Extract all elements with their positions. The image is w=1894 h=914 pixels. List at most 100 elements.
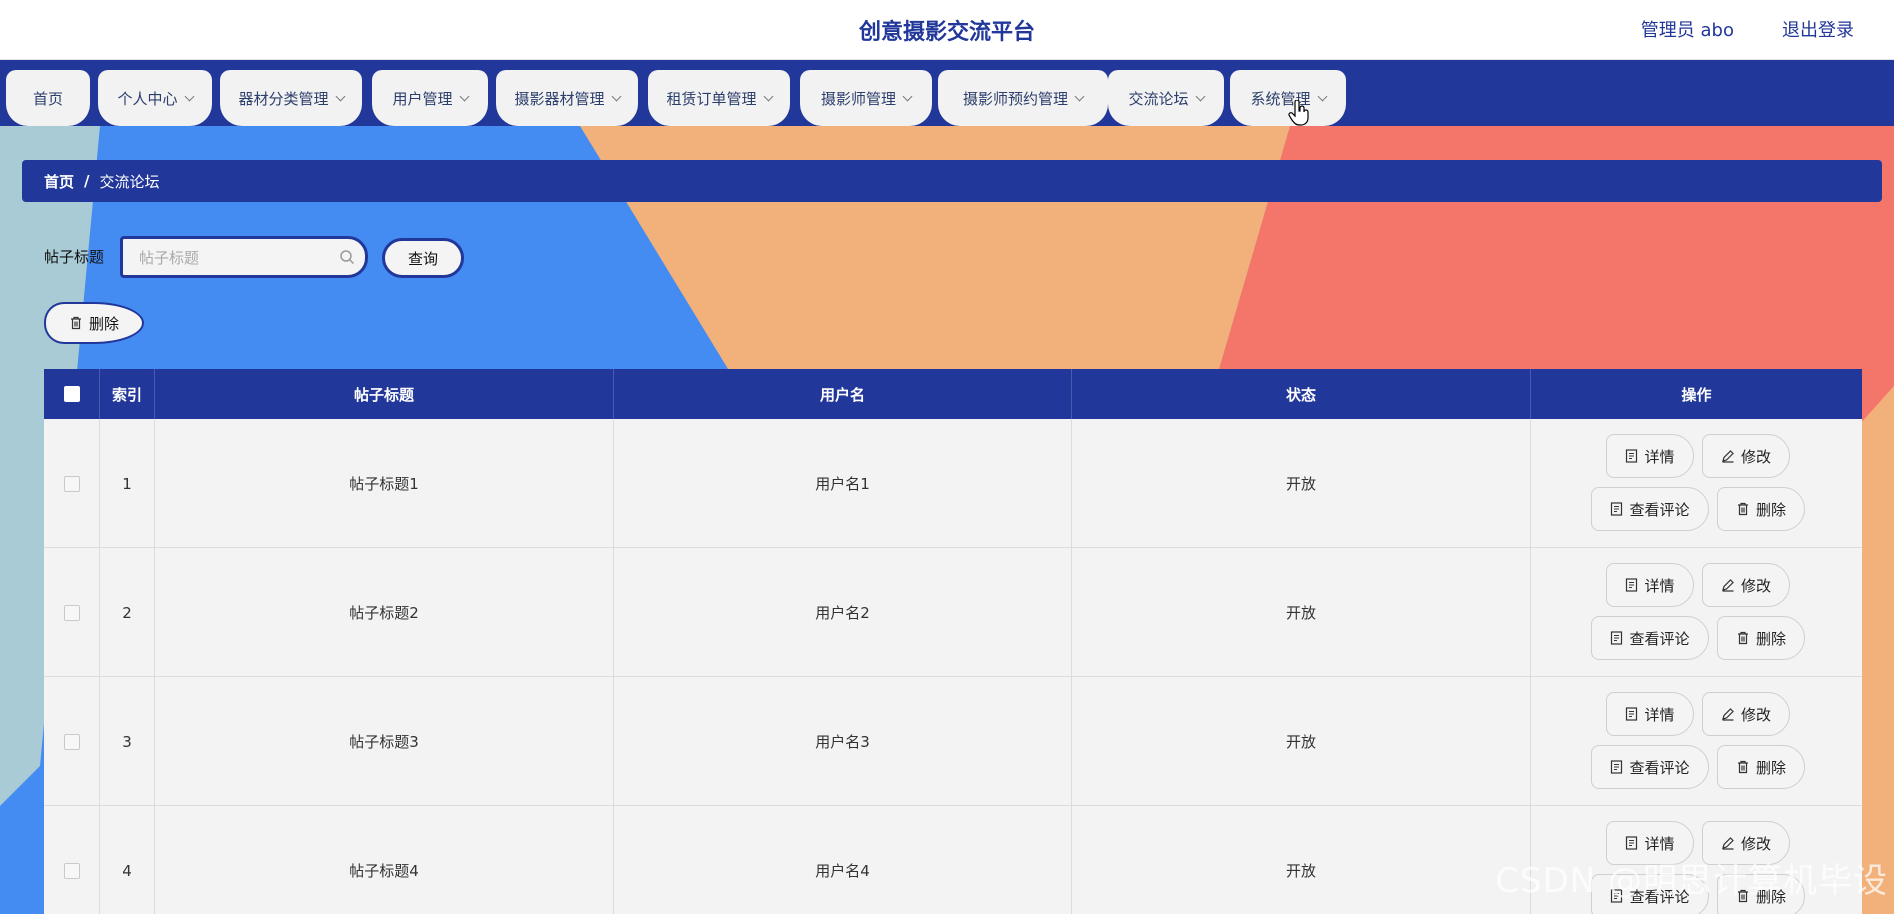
trash-icon — [1737, 760, 1748, 774]
view-comments-label: 查看评论 — [1629, 629, 1690, 648]
trash-icon — [1737, 502, 1748, 516]
edit-button[interactable]: 修改 — [1702, 434, 1790, 478]
row-username: 用户名4 — [614, 806, 1072, 914]
row-select-cell — [44, 419, 100, 548]
view-comments-label: 查看评论 — [1629, 887, 1690, 906]
nav-tab-personal-center[interactable]: 个人中心 — [98, 70, 212, 126]
nav-tab-label: 用户管理 — [392, 89, 453, 108]
row-status: 开放 — [1072, 548, 1531, 677]
row-title: 帖子标题2 — [155, 548, 614, 677]
row-actions: 详情 修改 查看评论 删除 — [1531, 677, 1862, 806]
row-title: 帖子标题1 — [155, 419, 614, 548]
nav-tab-label: 租赁订单管理 — [666, 89, 757, 108]
row-select-cell — [44, 806, 100, 914]
breadcrumb: 首页 / 交流论坛 — [22, 160, 1882, 202]
nav-tab-label: 摄影器材管理 — [514, 89, 605, 108]
delete-button[interactable]: 删除 — [1717, 487, 1805, 531]
select-all-checkbox[interactable] — [63, 386, 80, 402]
view-comments-button[interactable]: 查看评论 — [1591, 487, 1709, 531]
nav-tab-label: 器材分类管理 — [238, 89, 329, 108]
bulk-delete-button[interactable]: 删除 — [44, 302, 144, 344]
nav-tab-label: 个人中心 — [117, 89, 178, 108]
row-checkbox[interactable] — [63, 475, 80, 492]
nav-tab-label: 首页 — [32, 89, 63, 108]
trash-icon — [70, 316, 81, 330]
row-checkbox[interactable] — [63, 733, 80, 750]
detail-button[interactable]: 详情 — [1606, 692, 1694, 736]
chevron-down-icon — [335, 91, 345, 101]
detail-label: 详情 — [1644, 576, 1675, 595]
pencil-icon — [1722, 579, 1734, 592]
delete-label: 删除 — [1755, 758, 1786, 777]
table-row: 2 帖子标题2 用户名2 开放 详情 修改 查看评论 删除 — [44, 548, 1862, 677]
pencil-icon — [1722, 708, 1734, 721]
edit-button[interactable]: 修改 — [1702, 692, 1790, 736]
edit-button[interactable]: 修改 — [1702, 563, 1790, 607]
nav-tab-photographer-booking[interactable]: 摄影师预约管理 — [938, 70, 1108, 126]
chevron-down-icon — [1074, 91, 1085, 101]
nav-tab-photographer[interactable]: 摄影师管理 — [800, 70, 932, 126]
delete-button[interactable]: 删除 — [1717, 874, 1805, 914]
row-status: 开放 — [1072, 806, 1531, 914]
row-select-cell — [44, 677, 100, 806]
nav-tab-rental-orders[interactable]: 租赁订单管理 — [648, 70, 790, 126]
admin-username: 管理员 abo — [1640, 20, 1734, 41]
chevron-down-icon — [1317, 91, 1327, 101]
delete-label: 删除 — [1755, 887, 1786, 906]
row-index: 2 — [100, 548, 155, 677]
breadcrumb-current: 交流论坛 — [99, 172, 160, 191]
table-row: 4 帖子标题4 用户名4 开放 详情 修改 查看评论 删除 — [44, 806, 1862, 914]
logout-link[interactable]: 退出登录 — [1782, 20, 1854, 41]
document-icon — [1626, 449, 1638, 463]
breadcrumb-home[interactable]: 首页 — [44, 172, 75, 191]
row-username: 用户名3 — [614, 677, 1072, 806]
detail-button[interactable]: 详情 — [1606, 434, 1694, 478]
chevron-down-icon — [611, 91, 621, 101]
nav-tab-forum[interactable]: 交流论坛 — [1108, 70, 1224, 126]
delete-label: 删除 — [1755, 629, 1786, 648]
row-index: 1 — [100, 419, 155, 548]
edit-label: 修改 — [1740, 834, 1771, 853]
column-header-index: 索引 — [100, 369, 155, 419]
document-icon — [1611, 760, 1623, 774]
table-header: 索引 帖子标题 用户名 状态 操作 — [44, 369, 1862, 419]
detail-button[interactable]: 详情 — [1606, 563, 1694, 607]
query-button[interactable]: 查询 — [382, 238, 464, 278]
row-actions: 详情 修改 查看评论 删除 — [1531, 548, 1862, 677]
document-icon — [1611, 502, 1623, 516]
chevron-down-icon — [902, 91, 913, 101]
search-input[interactable] — [139, 247, 329, 269]
view-comments-button[interactable]: 查看评论 — [1591, 874, 1709, 914]
search-icon — [340, 250, 355, 265]
detail-label: 详情 — [1644, 834, 1675, 853]
document-icon — [1611, 631, 1623, 645]
delete-button[interactable]: 删除 — [1717, 745, 1805, 789]
view-comments-button[interactable]: 查看评论 — [1591, 745, 1709, 789]
app-header: 创意摄影交流平台 管理员 abo 退出登录 — [0, 0, 1894, 60]
delete-button[interactable]: 删除 — [1717, 616, 1805, 660]
row-checkbox[interactable] — [63, 862, 80, 879]
nav-tab-user-management[interactable]: 用户管理 — [372, 70, 488, 126]
row-username: 用户名2 — [614, 548, 1072, 677]
nav-tab-system[interactable]: 系统管理 — [1230, 70, 1346, 126]
document-icon — [1611, 889, 1623, 903]
row-title: 帖子标题3 — [155, 677, 614, 806]
search-label: 帖子标题 — [44, 248, 105, 266]
delete-label: 删除 — [1755, 500, 1786, 519]
edit-button[interactable]: 修改 — [1702, 821, 1790, 865]
nav-tab-label: 摄影师管理 — [820, 89, 896, 108]
column-header-title: 帖子标题 — [155, 369, 614, 419]
hand-cursor-icon — [1288, 100, 1309, 126]
detail-label: 详情 — [1644, 447, 1675, 466]
edit-label: 修改 — [1740, 705, 1771, 724]
nav-tab-photo-equipment[interactable]: 摄影器材管理 — [496, 70, 638, 126]
row-checkbox[interactable] — [63, 604, 80, 621]
row-index: 3 — [100, 677, 155, 806]
nav-tab-equipment-category[interactable]: 器材分类管理 — [220, 70, 362, 126]
detail-button[interactable]: 详情 — [1606, 821, 1694, 865]
nav-tab-home[interactable]: 首页 — [6, 70, 90, 126]
row-select-cell — [44, 548, 100, 677]
view-comments-button[interactable]: 查看评论 — [1591, 616, 1709, 660]
row-status: 开放 — [1072, 419, 1531, 548]
view-comments-label: 查看评论 — [1629, 758, 1690, 777]
